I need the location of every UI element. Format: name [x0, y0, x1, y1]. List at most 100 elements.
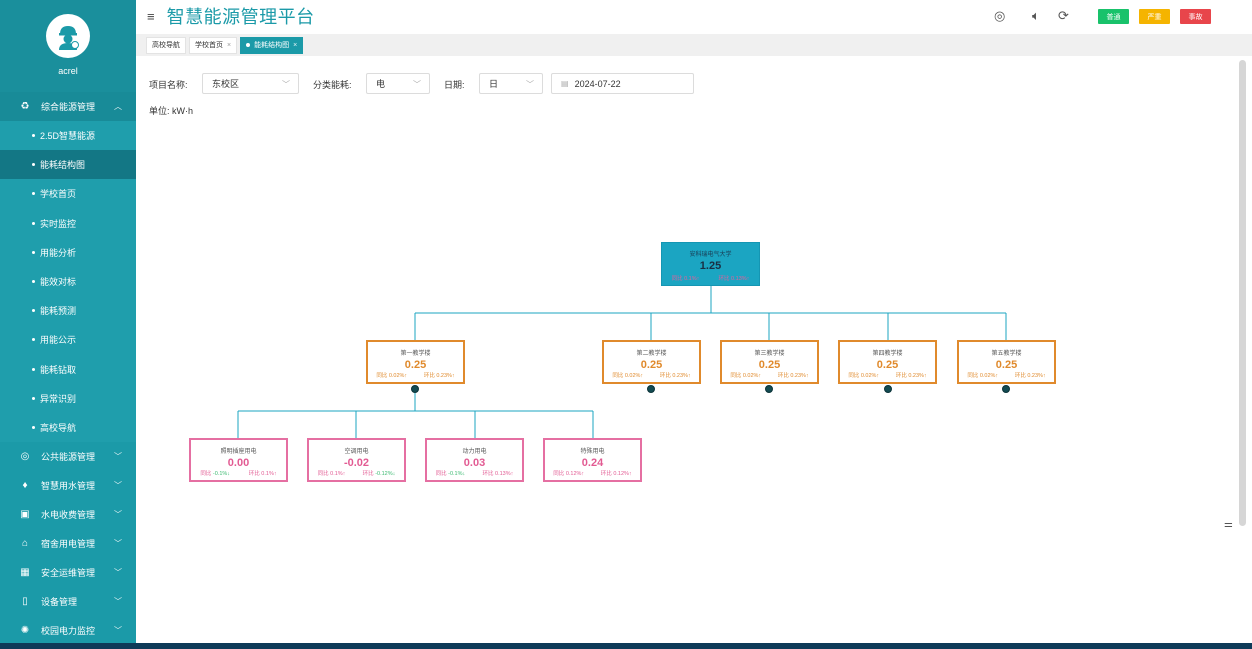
vertical-scrollbar[interactable] — [1239, 60, 1246, 526]
node-compare: 同比 0.02%↑ 环比 0.23%↑ — [840, 371, 935, 379]
alarm-badge-serious[interactable]: 严重 — [1139, 9, 1170, 24]
yoy-prefix: 同比 — [435, 471, 449, 477]
tab-school-home[interactable]: 学校首页 × — [189, 36, 238, 54]
expand-knob-icon[interactable] — [647, 385, 655, 393]
date-picker[interactable]: ▤ 2024-07-22 — [551, 73, 694, 94]
avatar[interactable] — [46, 14, 90, 58]
node-name: 特殊用电 — [580, 449, 605, 455]
menu-group-device[interactable]: ▯ 设备管理 ﹀ — [0, 587, 136, 616]
tree-node-special[interactable]: 特殊用电 0.24 同比 0.12%↑ 环比 0.12%↑ — [543, 438, 642, 482]
yoy-value: -0.1%↓ — [448, 471, 466, 477]
yoy-prefix: 同比 — [553, 471, 566, 477]
tree-node-root[interactable]: 安科瑞电气大学 1.25 同比 0.1%↑ 环比 0.13%↑ — [661, 242, 760, 286]
tree-node-building-4[interactable]: 第四教学楼 0.25 同比 0.02%↑ 环比 0.23%↑ — [838, 340, 937, 384]
sidebar-item-energy-forecast[interactable]: 能耗预测 — [0, 296, 136, 326]
tab-label: 高校导航 — [152, 42, 180, 49]
expand-knob-icon[interactable] — [1002, 385, 1010, 393]
speaker-icon[interactable]: 🔈︎ — [1032, 8, 1040, 23]
top-header: ≡ 智慧能源管理平台 ◎ 🔈︎ ⟳ 普通 严重 事故 — [136, 0, 1252, 32]
grid-icon: ▦ — [20, 567, 30, 579]
tab-campus-nav[interactable]: 高校导航 — [146, 36, 186, 54]
category-select[interactable]: 电 ﹀ — [366, 73, 430, 94]
node-value: 0.03 — [463, 457, 486, 469]
app-title: 智慧能源管理平台 — [166, 7, 315, 27]
collapse-knob-icon[interactable] — [411, 385, 419, 393]
tree-node-building-3[interactable]: 第三教学楼 0.25 同比 0.02%↑ 环比 0.23%↑ — [720, 340, 819, 384]
node-name: 照明插座用电 — [220, 449, 257, 455]
yoy-value: 同比 0.1%↑ — [671, 276, 700, 282]
coin-icon: ◎ — [20, 451, 30, 463]
tree-node-power[interactable]: 动力用电 0.03 同比 -0.1%↓ 环比 0.13%↑ — [425, 438, 524, 482]
yoy-value: 0.1%↑ — [330, 471, 346, 477]
sidebar-item-energy-drill[interactable]: 能耗钻取 — [0, 354, 136, 384]
sidebar-menu: ♻ 综合能源管理 ︿ 2.5D智慧能源 能耗结构图 学校首页 实时监控 用能分析… — [0, 92, 136, 645]
power-icon: ✺ — [20, 625, 30, 637]
chevron-down-icon: ﹀ — [114, 510, 122, 520]
taskbar-strip — [136, 643, 1252, 649]
menu-group-label: 水电收费管理 — [41, 510, 96, 521]
tab-bar: 高校导航 学校首页 × 能耗结构图 × — [136, 34, 1252, 56]
sidebar-item-realtime-monitor[interactable]: 实时监控 — [0, 208, 136, 238]
close-icon[interactable]: × — [293, 41, 298, 49]
yoy-group: 同比 0.1%↑ — [318, 469, 346, 477]
tree-node-building-2[interactable]: 第二教学楼 0.25 同比 0.02%↑ 环比 0.23%↑ — [602, 340, 701, 384]
tree-node-building-1[interactable]: 第一教学楼 0.25 同比 0.02%↑ 环比 0.23%↑ — [366, 340, 465, 384]
chevron-down-icon: ﹀ — [114, 626, 122, 636]
yoy-value: -0.1%↓ — [212, 471, 231, 477]
menu-group-power-monitor[interactable]: ✺ 校园电力监控 ﹀ — [0, 616, 136, 645]
node-value: 0.25 — [876, 359, 899, 371]
sidebar-item-energy-structure[interactable]: 能耗结构图 — [0, 150, 136, 180]
node-compare: 同比 0.1%↑ 环比 0.13%↑ — [662, 274, 759, 282]
sidebar-item-campus-nav[interactable]: 高校导航 — [0, 412, 136, 443]
unit-label: 单位: kW·h — [149, 106, 193, 116]
billing-icon: ▣ — [20, 509, 30, 521]
close-icon[interactable]: × — [227, 41, 232, 49]
tree-node-lighting[interactable]: 照明插座用电 0.00 同比 -0.1%↓ 环比 0.1%↑ — [189, 438, 288, 482]
alarm-badge-accident[interactable]: 事故 — [1180, 9, 1211, 24]
calendar-icon: ▤ — [561, 79, 569, 88]
node-name: 动力用电 — [462, 449, 487, 455]
project-select[interactable]: 东校区 ﹀ — [202, 73, 299, 94]
date-unit-value: 日 — [489, 79, 499, 89]
device-icon: ▯ — [22, 596, 28, 608]
project-label: 项目名称: — [149, 80, 188, 90]
alarm-badge-normal[interactable]: 普通 — [1098, 9, 1129, 24]
refresh-icon[interactable]: ⟳ — [1058, 8, 1069, 23]
sidebar-item-school-home[interactable]: 学校首页 — [0, 179, 136, 209]
node-compare: 同比 0.12%↑ 环比 0.12%↑ — [545, 469, 640, 477]
sidebar-item-efficiency-benchmark[interactable]: 能效对标 — [0, 266, 136, 297]
tree-node-building-5[interactable]: 第五教学楼 0.25 同比 0.02%↑ 环比 0.23%↑ — [957, 340, 1056, 384]
expand-knob-icon[interactable] — [884, 385, 892, 393]
menu-group-safety[interactable]: ▦ 安全运维管理 ﹀ — [0, 558, 136, 587]
tab-energy-structure[interactable]: 能耗结构图 × — [240, 36, 304, 54]
chevron-down-icon: ﹀ — [413, 80, 421, 89]
menu-group-public-energy[interactable]: ◎ 公共能源管理 ﹀ — [0, 442, 136, 471]
brand-name: acrel — [58, 66, 78, 76]
sidebar-item-anomaly[interactable]: 异常识别 — [0, 383, 136, 413]
mom-value: 环比 0.12%↑ — [600, 471, 632, 477]
sidebar-item-usage-analysis[interactable]: 用能分析 — [0, 237, 136, 267]
menu-group-billing[interactable]: ▣ 水电收费管理 ﹀ — [0, 500, 136, 529]
help-ring-icon[interactable]: ◎ — [994, 8, 1006, 23]
category-label: 分类能耗: — [313, 80, 352, 90]
expand-knob-icon[interactable] — [765, 385, 773, 393]
mom-value: 环比 0.13%↑ — [482, 471, 514, 477]
tree-node-aircon[interactable]: 空调用电 -0.02 同比 0.1%↑ 环比 -0.12%↓ — [307, 438, 406, 482]
menu-group-dorm[interactable]: ⌂ 宿舍用电管理 ﹀ — [0, 529, 136, 558]
mom-value: 环比 0.23%↑ — [423, 373, 455, 379]
menu-toggle-icon[interactable]: ≡ — [147, 8, 155, 24]
node-compare: 同比 0.1%↑ 环比 -0.12%↓ — [309, 469, 404, 477]
menu-group-label: 校园电力监控 — [41, 626, 96, 637]
sidebar-item-energy-public[interactable]: 用能公示 — [0, 325, 136, 355]
sidebar-item-2-5d[interactable]: 2.5D智慧能源 — [0, 121, 136, 151]
mom-value: 环比 0.13%↑ — [718, 276, 750, 282]
house-icon: ⌂ — [21, 538, 29, 550]
date-unit-select[interactable]: 日 ﹀ — [479, 73, 543, 94]
yoy-value: 同比 0.02%↑ — [730, 373, 762, 379]
chevron-up-icon: ︿ — [114, 102, 122, 111]
menu-group-integrated-energy[interactable]: ♻ 综合能源管理 ︿ — [0, 92, 136, 121]
node-value: 0.00 — [227, 457, 250, 469]
yoy-value: 同比 0.02%↑ — [376, 373, 408, 379]
sliders-settings-icon[interactable]: ⚌ — [1224, 519, 1233, 530]
menu-group-water[interactable]: ♦ 智慧用水管理 ﹀ — [0, 471, 136, 500]
